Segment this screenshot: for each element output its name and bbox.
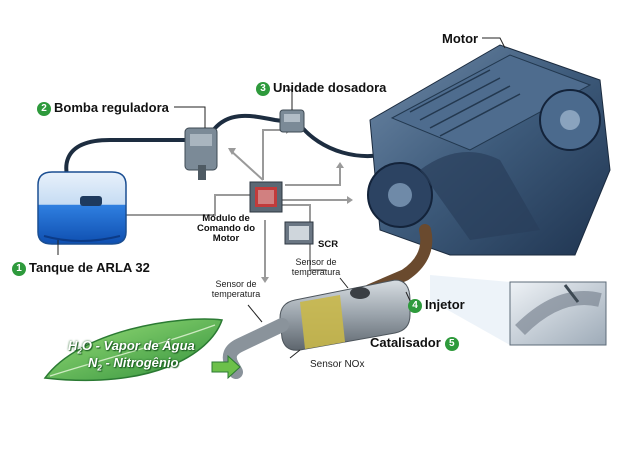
pump-unit [184, 127, 218, 180]
badge-2: 2 [37, 101, 51, 116]
scr-controller [284, 221, 314, 245]
leaf-water-text: O - Vapor de Água [81, 338, 195, 353]
badge-3: 3 [256, 81, 270, 96]
ecu-module [249, 181, 283, 213]
label-sensor-nox: Sensor NOx [310, 359, 365, 370]
badge-4: 4 [408, 298, 422, 313]
label-modulo: Módulo de Comando do Motor [196, 213, 256, 244]
leaf-emblem [43, 318, 241, 382]
leaf-nitrogen-text: - Nitrogênio [101, 355, 179, 370]
leaf-line-nitrogen: N2 - Nitrogênio [88, 355, 178, 373]
injector-inset [430, 275, 607, 346]
leaf-h-sub: 2 [77, 346, 82, 356]
leaf-line-water: H2O - Vapor de Água [68, 338, 195, 356]
label-scr: SCR [318, 239, 339, 250]
label-unidade-dosadora: Unidade dosadora [273, 80, 387, 95]
label-bomba-reguladora: Bomba reguladora [54, 100, 169, 115]
badge-5: 5 [444, 336, 459, 351]
arla-tank [37, 171, 127, 245]
badge-1: 1 [12, 261, 26, 276]
exhaust-system [222, 224, 433, 379]
leaf-n: N [88, 355, 98, 370]
label-injetor: Injetor [425, 297, 465, 312]
label-catalisador: Catalisador [370, 335, 441, 350]
label-tanque: Tanque de ARLA 32 [29, 260, 150, 275]
leaf-n-sub: 2 [97, 363, 102, 373]
dosing-unit-device [279, 109, 305, 133]
label-sensor-temperatura-1: Sensor de temperatura [211, 279, 261, 299]
leaf-h: H [68, 338, 78, 353]
label-sensor-temperatura-2: Sensor de temperatura [291, 257, 341, 277]
engine-block [367, 44, 611, 256]
label-motor: Motor [442, 31, 479, 46]
